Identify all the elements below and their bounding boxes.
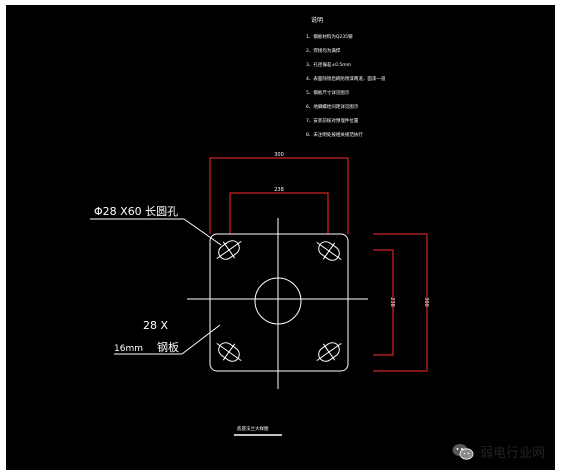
slotted-hole-bottom-left[interactable] bbox=[211, 335, 247, 369]
hole-callout-label: Φ28 X60 长圆孔 bbox=[94, 205, 178, 218]
plate-callout-material: 钢板 bbox=[157, 340, 179, 354]
slotted-hole-top-left[interactable] bbox=[211, 233, 247, 267]
right-inner-dimension: 238 bbox=[389, 297, 395, 307]
note-line-5: 5、钢板尺寸详见图示 bbox=[306, 89, 350, 96]
notes-heading: 说明 bbox=[311, 16, 323, 24]
plate-callout: 28 X 16mm 钢板 bbox=[114, 319, 221, 355]
note-line-1: 1、钢板材料为Q235钢 bbox=[306, 33, 353, 40]
top-dimensions bbox=[209, 157, 349, 234]
note-line-2: 2、焊接均为满焊 bbox=[306, 47, 341, 54]
slotted-hole-top-right[interactable] bbox=[311, 234, 347, 268]
note-line-8: 8、未注明处按相关规范执行 bbox=[306, 131, 363, 138]
note-line-4: 4、表面除锈后刷防锈漆两道，面漆一道 bbox=[306, 75, 386, 82]
center-hole[interactable] bbox=[254, 277, 302, 325]
watermark: 弱电行业网 bbox=[452, 442, 545, 461]
top-outer-dimension: 300 bbox=[274, 152, 284, 158]
wechat-icon bbox=[452, 443, 474, 460]
drawing-svg: 说明 1、钢板材料为Q235钢 2、焊接均为满焊 3、孔径偏差±0.5mm 4、… bbox=[90, 16, 429, 436]
plate-callout-leader bbox=[181, 324, 221, 355]
note-line-6: 6、地脚螺栓间距详见图示 bbox=[306, 103, 359, 110]
hole-callout: Φ28 X60 长圆孔 bbox=[90, 205, 222, 246]
top-inner-dimension-line bbox=[229, 192, 329, 234]
base-plate-outline[interactable] bbox=[209, 233, 349, 372]
plate-callout-size: 16mm bbox=[114, 344, 143, 354]
watermark-text: 弱电行业网 bbox=[479, 446, 545, 461]
right-dimensions bbox=[373, 233, 428, 372]
notes-block: 说明 1、钢板材料为Q235钢 2、焊接均为满焊 3、孔径偏差±0.5mm 4、… bbox=[306, 16, 386, 138]
right-outer-dimension: 300 bbox=[423, 297, 429, 307]
slotted-hole-bottom-right[interactable] bbox=[311, 335, 347, 369]
right-outer-dimension-line bbox=[373, 233, 428, 372]
drawing-title: 底座法兰大样图 bbox=[237, 425, 269, 432]
top-outer-dimension-line bbox=[209, 157, 349, 234]
note-line-3: 3、孔径偏差±0.5mm bbox=[306, 61, 351, 68]
note-line-7: 7、安装前核对预埋件位置 bbox=[306, 117, 359, 124]
right-inner-dimension-line bbox=[373, 249, 394, 356]
center-lines bbox=[187, 218, 368, 389]
plate-callout-thickness: 28 X bbox=[143, 319, 168, 332]
hole-callout-leader bbox=[183, 218, 222, 246]
top-inner-dimension: 238 bbox=[274, 187, 284, 193]
cad-canvas[interactable]: 说明 1、钢板材料为Q235钢 2、焊接均为满焊 3、孔径偏差±0.5mm 4、… bbox=[6, 5, 555, 470]
